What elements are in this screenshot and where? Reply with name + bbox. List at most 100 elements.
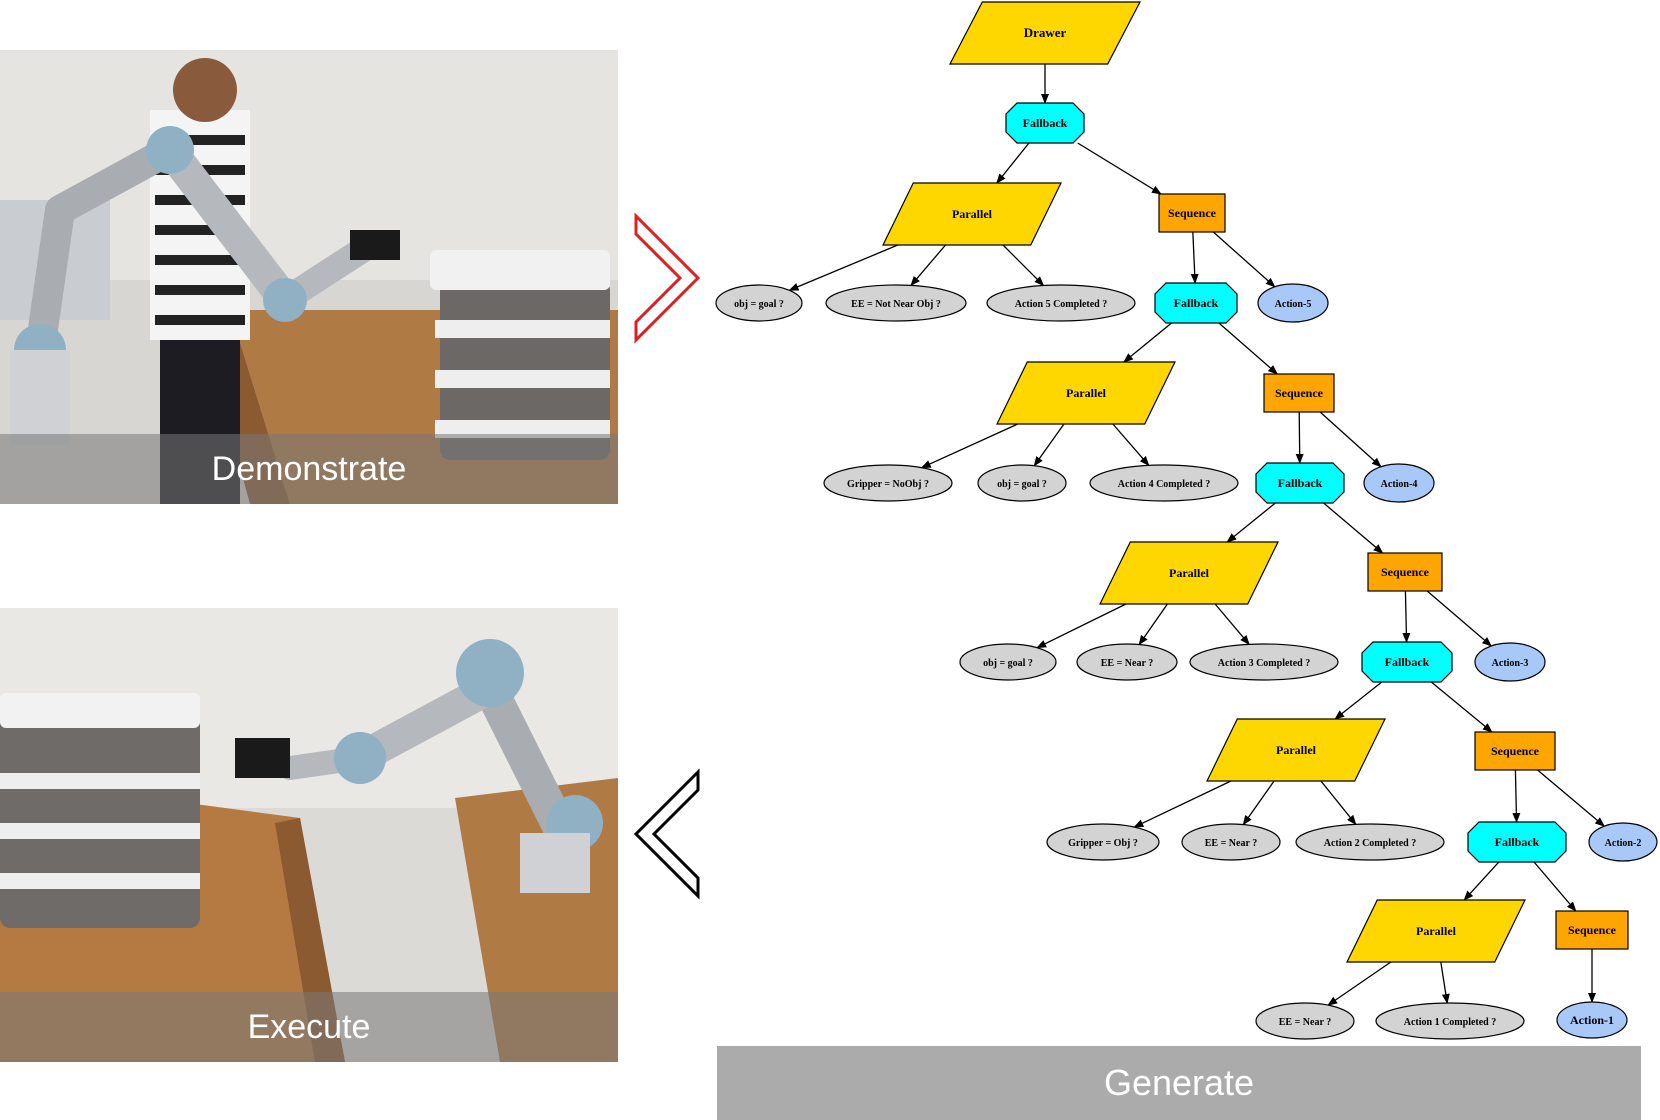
tree-node-condition: obj = goal ? — [977, 464, 1067, 502]
tree-node-sequence: Sequence — [1474, 731, 1556, 771]
tree-edge — [1033, 423, 1065, 467]
tree-node-label: Fallback — [1385, 655, 1430, 669]
tree-edge — [1430, 681, 1493, 733]
tree-node-label: obj = goal ? — [997, 479, 1047, 490]
tree-edge — [1036, 603, 1127, 649]
tree-node-condition: obj = goal ? — [715, 284, 803, 322]
tree-edge — [1440, 961, 1450, 1005]
tree-node-fallback: Fallback — [1154, 282, 1238, 324]
tree-node-label: Fallback — [1278, 476, 1323, 490]
tree-edge — [1323, 502, 1384, 554]
tree-node-fallback: Fallback — [1005, 102, 1085, 144]
tree-node-label: Sequence — [1168, 206, 1217, 220]
tree-node-label: EE = Near ? — [1101, 658, 1153, 669]
generate-label: Generate — [717, 1046, 1641, 1120]
tree-edge — [1319, 411, 1382, 468]
tree-node-label: obj = goal ? — [983, 658, 1033, 669]
demonstrate-label: Demonstrate — [0, 434, 618, 504]
tree-node-label: Parallel — [1416, 924, 1457, 938]
tree-node-condition: obj = goal ? — [959, 643, 1057, 681]
tree-node-condition: Gripper = NoObj ? — [823, 464, 953, 502]
tree-node-sequence: Sequence — [1367, 552, 1443, 592]
tree-edge — [1512, 769, 1521, 823]
tree-edge — [1295, 411, 1304, 464]
execute-scene — [0, 608, 618, 1062]
tree-node-label: Action 3 Completed ? — [1218, 658, 1311, 669]
tree-edge — [1212, 231, 1276, 288]
tree-node-label: Parallel — [1276, 743, 1317, 757]
tree-edge — [910, 244, 947, 287]
tree-node-parallel: Parallel — [882, 182, 1062, 246]
tree-edges — [788, 64, 1605, 1006]
tree-node-label: Fallback — [1023, 116, 1068, 130]
tree-node-label: Action-3 — [1492, 658, 1529, 669]
tree-node-label: EE = Near ? — [1205, 838, 1257, 849]
tree-node-label: Parallel — [952, 207, 993, 221]
tree-node-label: Gripper = Obj ? — [1068, 838, 1138, 849]
tree-node-action: Action-3 — [1474, 642, 1546, 682]
tree-node-sequence: Sequence — [1263, 373, 1335, 413]
tree-node-condition: Action 2 Completed ? — [1295, 823, 1445, 861]
tree-edge — [1112, 423, 1150, 467]
tree-node-label: Action-4 — [1381, 479, 1418, 490]
tree-node-label: Action 4 Completed ? — [1118, 479, 1211, 490]
execute-photo: Execute — [0, 608, 618, 1062]
forward-arrow-icon — [634, 212, 701, 344]
tree-node-label: Parallel — [1169, 566, 1210, 580]
tree-edge — [1402, 590, 1411, 643]
tree-node-label: EE = Not Near Obj ? — [851, 299, 941, 310]
tree-edge — [1537, 769, 1605, 827]
tree-node-label: Sequence — [1381, 565, 1430, 579]
tree-edge — [1327, 961, 1392, 1006]
execute-label: Execute — [0, 992, 618, 1062]
tree-node-sequence: Sequence — [1158, 193, 1226, 233]
tree-edge — [1077, 142, 1162, 195]
tree-edge — [1320, 780, 1357, 826]
tree-node-condition: Action 4 Completed ? — [1089, 464, 1239, 502]
tree-node-label: Fallback — [1495, 835, 1540, 849]
tree-node-action: Action-5 — [1257, 283, 1329, 323]
tree-node-parallel: Parallel — [996, 361, 1176, 425]
tree-node-condition: EE = Not Near Obj ? — [825, 284, 967, 322]
tree-node-label: Action 5 Completed ? — [1015, 299, 1108, 310]
tree-node-parallel: Parallel — [1346, 899, 1526, 963]
tree-edge — [1242, 780, 1275, 826]
tree-node-label: Drawer — [1024, 25, 1067, 40]
tree-node-action: Action-1 — [1556, 1001, 1628, 1039]
tree-edge — [1214, 603, 1250, 646]
tree-edge — [996, 142, 1030, 184]
tree-node-label: Sequence — [1568, 923, 1617, 937]
tree-node-label: EE = Near ? — [1279, 1017, 1331, 1028]
tree-node-label: Action-1 — [1570, 1013, 1614, 1027]
tree-edge — [920, 423, 1019, 469]
tree-edge — [1463, 861, 1500, 901]
tree-node-label: obj = goal ? — [734, 299, 784, 310]
tree-edge — [1002, 244, 1045, 287]
tree-node-label: Action 1 Completed ? — [1404, 1017, 1497, 1028]
tree-edge — [1138, 603, 1168, 646]
tree-node-condition: Action 5 Completed ? — [986, 284, 1136, 322]
tree-node-label: Sequence — [1275, 386, 1324, 400]
tree-node-parallel: Parallel — [1099, 541, 1279, 605]
tree-node-sequence: Sequence — [1555, 910, 1629, 950]
tree-node-label: Sequence — [1491, 744, 1540, 758]
tree-node-label: Action-2 — [1605, 838, 1642, 849]
tree-edge — [788, 244, 899, 291]
tree-node-fallback: Fallback — [1255, 462, 1345, 504]
tree-edge — [1226, 502, 1276, 543]
tree-edge — [1218, 322, 1279, 375]
tree-node-condition: EE = Near ? — [1076, 643, 1178, 681]
tree-node-condition: Gripper = Obj ? — [1046, 823, 1160, 861]
demonstrate-photo: Demonstrate — [0, 50, 618, 504]
tree-node-label: Action 2 Completed ? — [1324, 838, 1417, 849]
back-arrow-icon — [633, 768, 700, 900]
tree-node-condition: Action 3 Completed ? — [1189, 643, 1339, 681]
tree-node-label: Fallback — [1174, 296, 1219, 310]
tree-node-condition: Action 1 Completed ? — [1375, 1002, 1525, 1040]
tree-edge — [1123, 322, 1172, 363]
tree-edge — [1426, 590, 1493, 647]
tree-edge — [1190, 231, 1199, 284]
tree-node-label: Parallel — [1066, 386, 1107, 400]
tree-node-fallback: Fallback — [1361, 641, 1453, 683]
